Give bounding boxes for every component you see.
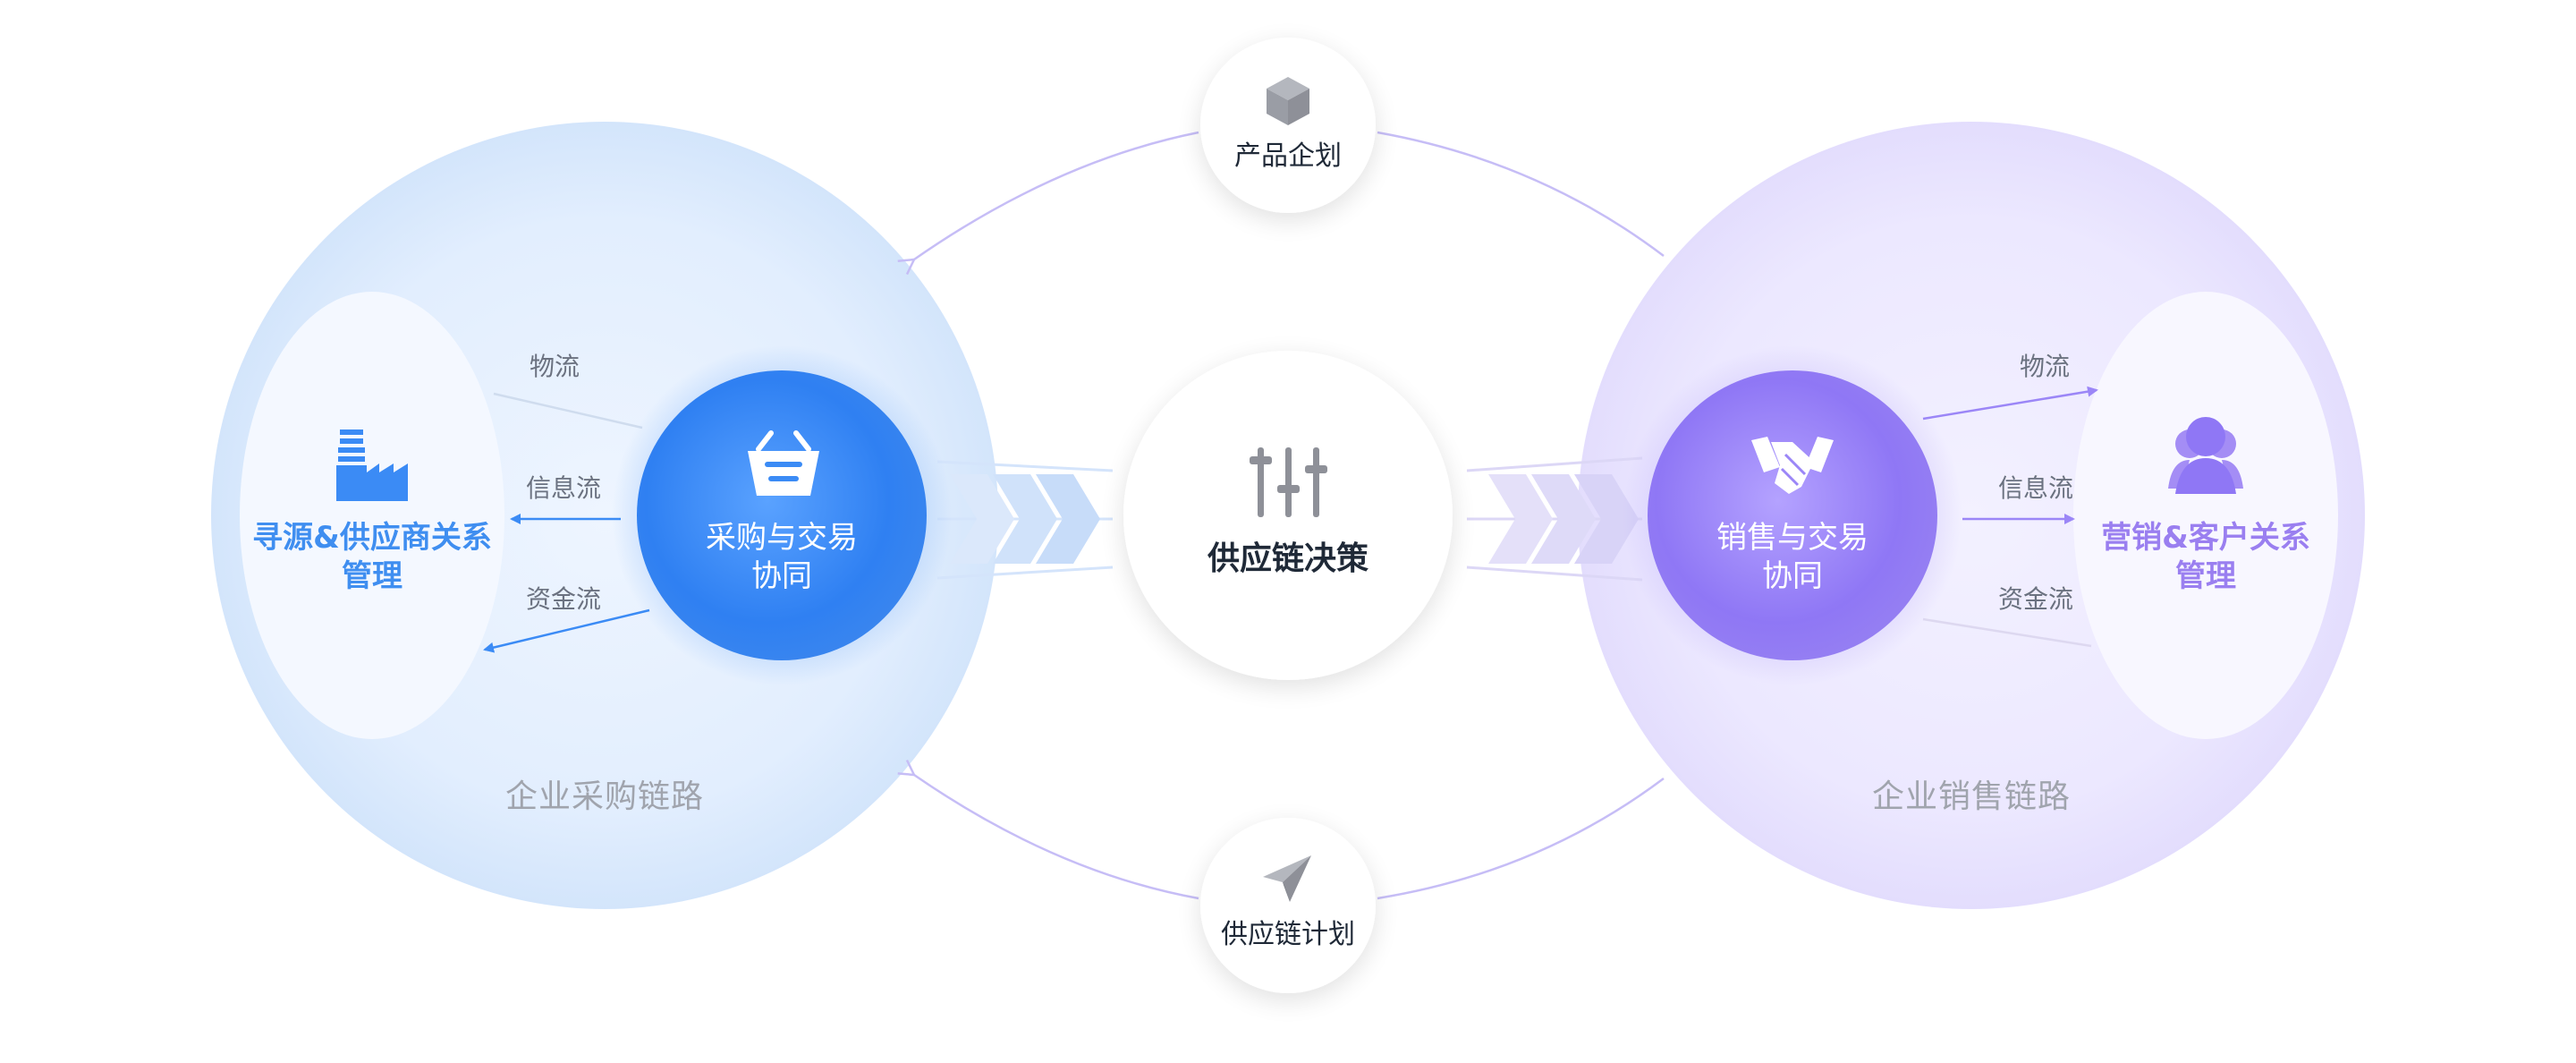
right-capital-line: [1922, 617, 2092, 648]
box-icon: [1267, 77, 1309, 125]
bottom-left-arc: [914, 775, 1199, 900]
factory-icon: [336, 429, 408, 501]
product-planning-label: 产品企划: [1234, 140, 1342, 172]
customer-ellipse: [2073, 292, 2338, 739]
procurement-hub-label: 采购与交易 协同: [665, 519, 898, 595]
left-info-label: 信息流: [525, 473, 601, 503]
supplier-label-line1: 寻源&供应商关系: [252, 520, 492, 556]
handshake-icon: [1751, 437, 1834, 494]
supply-planning-node: [1200, 818, 1376, 993]
bottom-right-arc: [1377, 777, 1665, 900]
supply-planning-label: 供应链计划: [1221, 919, 1355, 950]
procurement-chain-label: 企业采购链路: [504, 778, 704, 815]
paper-plane-icon: [1263, 855, 1311, 902]
procurement-hub-line2: 协同: [751, 557, 812, 594]
sales-hub-label: 销售与交易 协同: [1676, 519, 1909, 595]
customer-label: 营销&客户关系 管理: [2072, 519, 2340, 595]
top-right-arc: [1377, 131, 1665, 257]
sales-hub-line2: 协同: [1762, 557, 1823, 594]
sliders-icon: [1250, 447, 1327, 517]
right-capital-label: 资金流: [1997, 584, 2073, 614]
supplier-ellipse: [240, 292, 504, 739]
procurement-hub-line1: 采购与交易: [706, 520, 858, 556]
sales-chain-label: 企业销售链路: [1871, 778, 2071, 815]
customer-label-line1: 营销&客户关系: [2101, 520, 2310, 556]
supplier-label-line2: 管理: [342, 557, 402, 594]
left-logistics-label: 物流: [529, 352, 580, 381]
right-info-label: 信息流: [1997, 473, 2073, 503]
sales-hub-line1: 销售与交易: [1716, 520, 1868, 556]
customer-label-line2: 管理: [2175, 557, 2236, 594]
procurement-hub: [637, 370, 927, 660]
decision-label: 供应链决策: [1207, 540, 1368, 577]
sales-hub: [1648, 370, 1937, 660]
left-logistics-line: [493, 392, 643, 429]
supplier-label: 寻源&供应商关系 管理: [238, 519, 506, 595]
right-logistics-arrow: [1922, 386, 2098, 421]
right-logistics-label: 物流: [2019, 352, 2070, 381]
users-icon: [2168, 417, 2243, 494]
left-capital-arrow: [483, 608, 650, 653]
shopping-basket-icon: [748, 430, 819, 496]
left-capital-label: 资金流: [525, 584, 601, 614]
left-connector: [936, 460, 1114, 580]
right-connector: [1466, 456, 1643, 582]
top-left-arc: [914, 131, 1199, 259]
